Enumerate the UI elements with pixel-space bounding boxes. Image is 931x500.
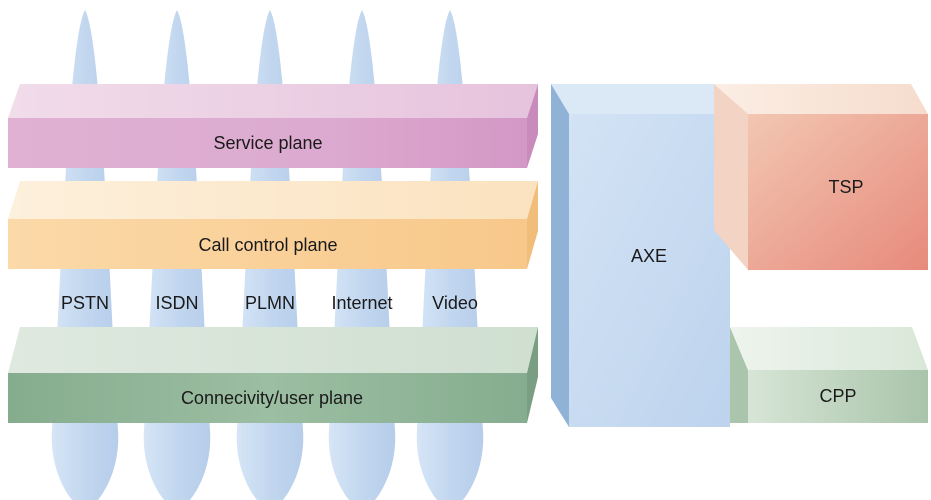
cpp-node: CPP: [730, 327, 928, 423]
service-plane-label: Service plane: [213, 133, 322, 153]
network-label-plmn: PLMN: [245, 293, 295, 313]
axe-node: AXE: [551, 84, 730, 427]
connectivity-plane-label: Connecivity/user plane: [181, 388, 363, 408]
service-plane: Service plane: [8, 84, 538, 168]
call-control-plane-label: Call control plane: [198, 235, 337, 255]
call-control-plane: Call control plane: [8, 181, 538, 269]
tsp-label: TSP: [828, 177, 863, 197]
network-label-isdn: ISDN: [155, 293, 198, 313]
tsp-node: TSP: [714, 84, 928, 270]
network-label-video: Video: [432, 293, 478, 313]
network-labels: PSTN ISDN PLMN Internet Video: [61, 293, 478, 313]
network-label-pstn: PSTN: [61, 293, 109, 313]
cpp-label: CPP: [819, 386, 856, 406]
axe-label: AXE: [631, 246, 667, 266]
network-label-internet: Internet: [331, 293, 392, 313]
connectivity-plane: Connecivity/user plane: [8, 327, 538, 423]
